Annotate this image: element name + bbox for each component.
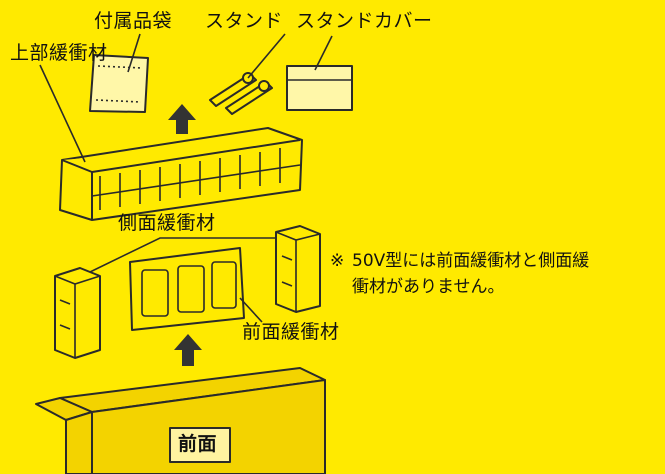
label-side-cushion: 側面緩衝材: [118, 212, 216, 234]
label-stand: スタンド: [205, 10, 284, 32]
leader-bag: [127, 33, 141, 73]
right-side-cushion: [275, 225, 321, 313]
label-top-cushion: 上部緩衝材: [10, 42, 108, 64]
leader-cover: [314, 35, 333, 71]
stand-illustration: [209, 72, 273, 115]
note-line-2: 衝材がありません。: [352, 277, 505, 297]
note-line-1: 50V型には前面緩衝材と側面緩: [352, 251, 590, 271]
label-stand-cover: スタンドカバー: [296, 10, 433, 32]
box-illustration: [35, 367, 326, 474]
label-accessory-bag: 付属品袋: [94, 10, 173, 32]
leader-side-cushion: [89, 237, 290, 273]
label-front-cushion: 前面緩衝材: [242, 321, 340, 343]
accessory-bag-illustration: [89, 54, 149, 113]
arrow-up-bottom: [174, 334, 202, 366]
note-50v: ※ 50V型には前面緩衝材と側面緩 衝材がありません。: [330, 248, 660, 300]
leader-front-cushion: [239, 297, 263, 323]
note-mark: ※: [330, 251, 345, 271]
box-front-label: 前面: [178, 433, 218, 455]
arrow-up-top: [168, 104, 196, 134]
front-cushion: [129, 247, 245, 331]
stand-cover-illustration: [286, 65, 353, 111]
top-cushion-illustration: [59, 127, 303, 221]
left-side-cushion: [54, 267, 101, 359]
leader-top-cushion: [39, 64, 86, 163]
leader-stand: [247, 33, 286, 79]
